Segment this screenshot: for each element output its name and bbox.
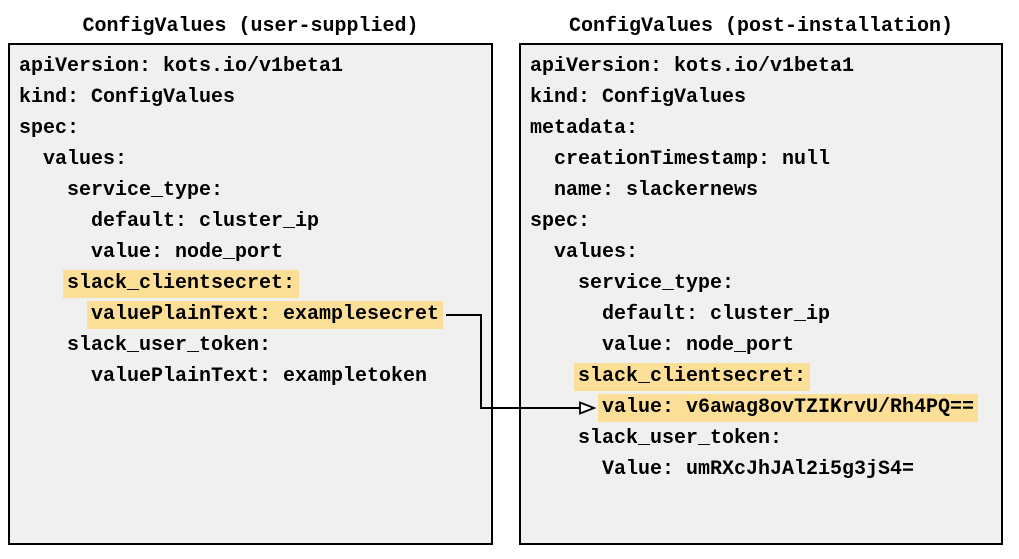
code-text: Value: umRXcJhJAl2i5g3jS4=	[602, 458, 915, 481]
code-text: slack_user_token:	[67, 334, 272, 357]
code-line: value: v6awag8ovTZIKrvU/Rh4PQ==	[530, 392, 997, 423]
code-text: name: slackernews	[554, 179, 759, 202]
code-text: metadata:	[530, 117, 639, 140]
code-line: value: node_port	[530, 330, 997, 361]
highlighted-code: slack_clientsecret:	[574, 363, 811, 391]
code-text: values:	[43, 148, 128, 171]
code-text: default: cluster_ip	[602, 303, 831, 326]
post-installation-panel: apiVersion: kots.io/v1beta1 kind: ConfigV…	[519, 43, 1003, 545]
code-line: Value: umRXcJhJAl2i5g3jS4=	[530, 454, 997, 485]
code-line: apiVersion: kots.io/v1beta1	[19, 51, 487, 82]
code-line: apiVersion: kots.io/v1beta1	[530, 51, 997, 82]
code-line: slack_clientsecret:	[530, 361, 997, 392]
code-line: service_type:	[19, 175, 487, 206]
highlighted-code: slack_clientsecret:	[63, 270, 300, 298]
code-text: kind: ConfigValues	[530, 86, 747, 109]
code-line: kind: ConfigValues	[19, 82, 487, 113]
code-line: default: cluster_ip	[530, 299, 997, 330]
code-text: apiVersion: kots.io/v1beta1	[19, 55, 344, 78]
code-text: slack_user_token:	[578, 427, 783, 450]
code-line: slack_user_token:	[19, 330, 487, 361]
code-line: kind: ConfigValues	[530, 82, 997, 113]
code-line: value: node_port	[19, 237, 487, 268]
code-line: slack_clientsecret:	[19, 268, 487, 299]
code-text: kind: ConfigValues	[19, 86, 236, 109]
post-installation-panel-title: ConfigValues (post-installation)	[568, 15, 954, 38]
code-text: default: cluster_ip	[91, 210, 320, 233]
code-line: metadata:	[530, 113, 997, 144]
code-text: spec:	[530, 210, 591, 233]
code-text: valuePlainText: exampletoken	[91, 365, 428, 388]
code-text: spec:	[19, 117, 80, 140]
code-line: valuePlainText: exampletoken	[19, 361, 487, 392]
code-line: creationTimestamp: null	[530, 144, 997, 175]
code-line: values:	[530, 237, 997, 268]
code-text: values:	[554, 241, 639, 264]
user-supplied-panel-title: ConfigValues (user-supplied)	[82, 15, 419, 38]
code-line: service_type:	[530, 268, 997, 299]
code-line: valuePlainText: examplesecret	[19, 299, 487, 330]
code-line: slack_user_token:	[530, 423, 997, 454]
code-line: spec:	[19, 113, 487, 144]
code-line: default: cluster_ip	[19, 206, 487, 237]
code-text: service_type:	[578, 272, 735, 295]
code-text: apiVersion: kots.io/v1beta1	[530, 55, 855, 78]
code-line: name: slackernews	[530, 175, 997, 206]
code-text: value: node_port	[602, 334, 795, 357]
highlighted-code: value: v6awag8ovTZIKrvU/Rh4PQ==	[598, 394, 979, 422]
code-line: values:	[19, 144, 487, 175]
highlighted-code: valuePlainText: examplesecret	[87, 301, 444, 329]
code-text: service_type:	[67, 179, 224, 202]
code-line: spec:	[530, 206, 997, 237]
user-supplied-panel: apiVersion: kots.io/v1beta1 kind: ConfigV…	[8, 43, 493, 545]
code-text: creationTimestamp: null	[554, 148, 831, 171]
code-text: value: node_port	[91, 241, 284, 264]
